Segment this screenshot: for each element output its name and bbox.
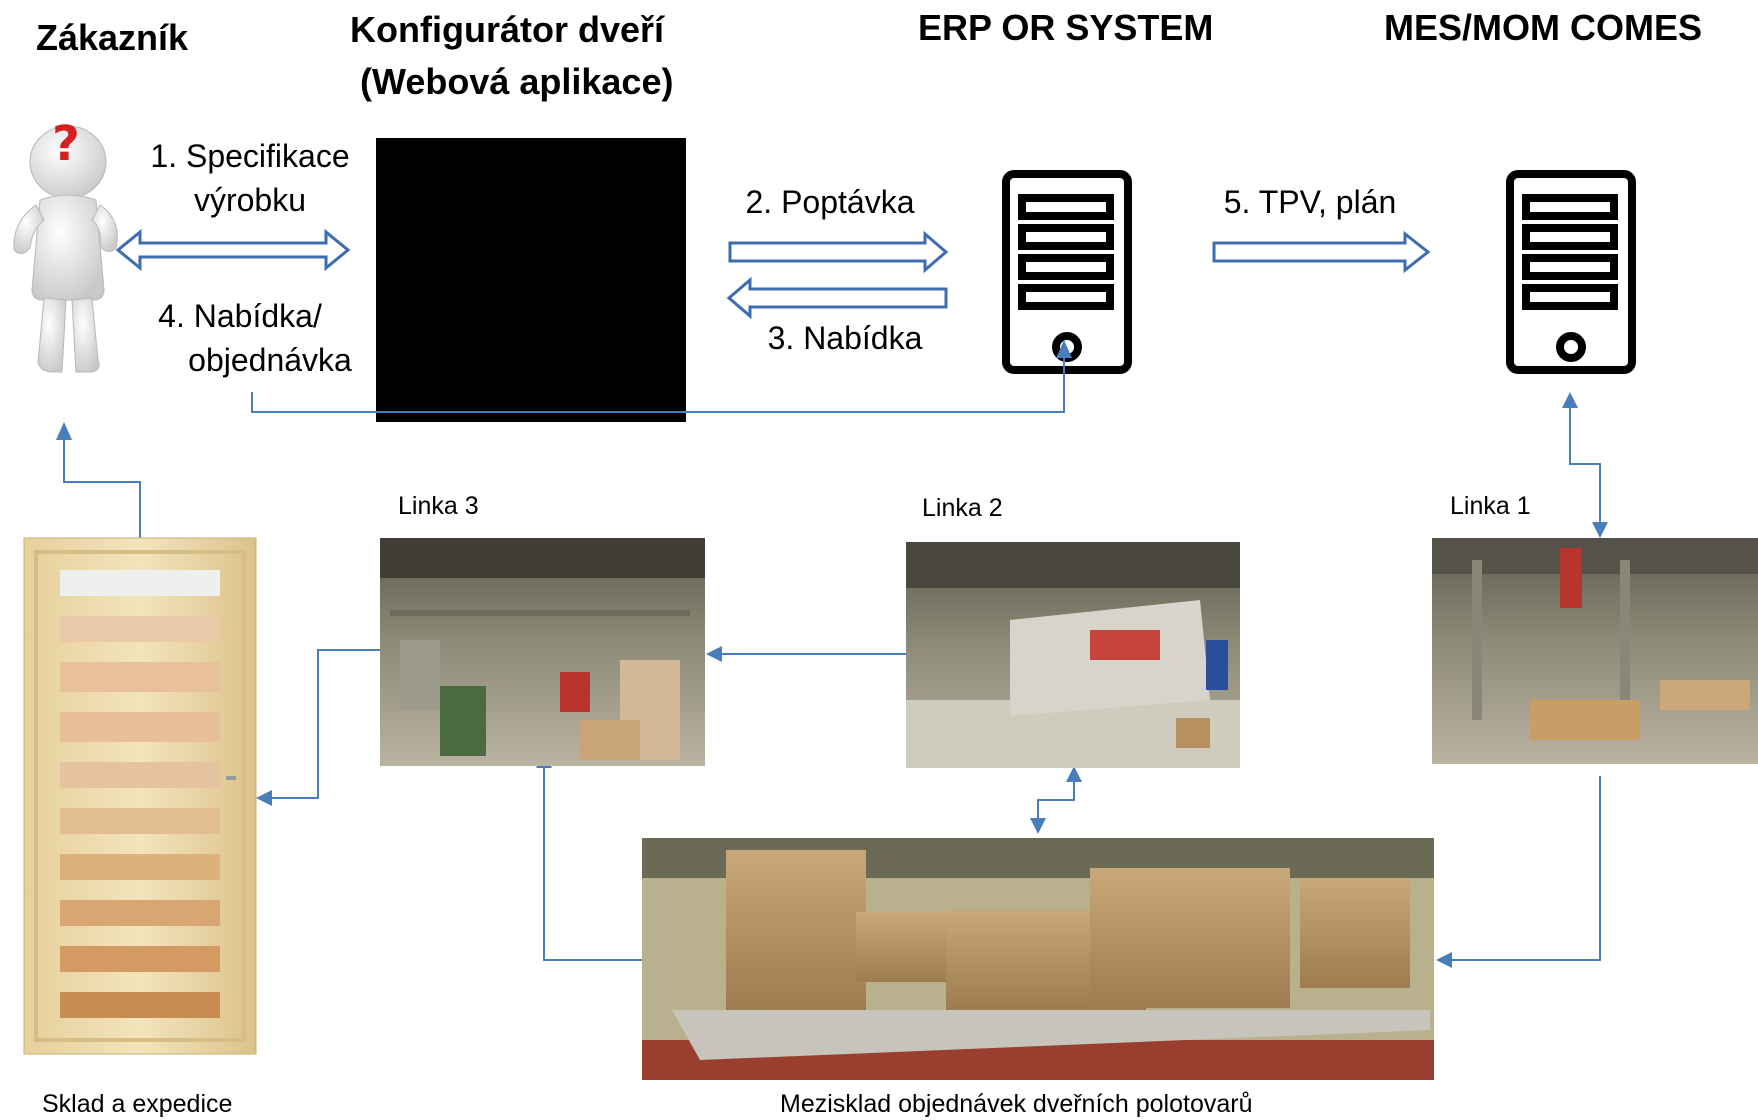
erp-server-icon xyxy=(1002,170,1132,374)
tpv-plan-arrow xyxy=(1212,230,1431,274)
flow-step1-line1: 1. Specifikace xyxy=(150,138,350,174)
customer-figure-icon: ? xyxy=(13,116,118,373)
flow-step2: 2. Poptávka xyxy=(745,184,915,220)
line1-photo xyxy=(1432,538,1758,764)
mes-server-icon xyxy=(1506,170,1636,374)
line1-label: Linka 1 xyxy=(1450,492,1531,520)
offer-arrow xyxy=(726,276,948,320)
mes-heading: MES/MOM COMES xyxy=(1384,7,1703,48)
buffer-to-line3-connector xyxy=(543,764,642,961)
line2-photo xyxy=(906,542,1240,768)
line1-to-buffer-connector xyxy=(1450,776,1601,961)
buffer-caption: Mezisklad objednávek dveřních polotovarů xyxy=(780,1090,1253,1118)
erp-heading: ERP OR SYSTEM xyxy=(918,7,1214,48)
line3-photo xyxy=(380,538,705,766)
configurator-heading-line2: (Webová aplikace) xyxy=(360,61,674,102)
flow-step4-line1: 4. Nabídka/ xyxy=(158,298,322,334)
line3-label: Linka 3 xyxy=(398,492,479,520)
line2-buffer-connector xyxy=(1037,776,1075,824)
order-connector xyxy=(251,358,1065,413)
buffer-photo xyxy=(642,838,1434,1080)
spec-double-arrow xyxy=(115,228,351,272)
flow-step1-line2: výrobku xyxy=(193,182,307,218)
line2-label: Linka 2 xyxy=(922,494,1003,522)
warehouse-caption: Sklad a expedice xyxy=(42,1090,233,1118)
flow-step3: 3. Nabídka xyxy=(767,320,923,356)
inquiry-arrow xyxy=(728,230,949,274)
flow-step5: 5. TPV, plán xyxy=(1223,184,1397,220)
configurator-heading-line1: Konfigurátor dveří xyxy=(350,9,665,50)
configurator-app-box xyxy=(376,138,686,422)
door-photo xyxy=(23,537,257,1055)
warehouse-to-customer-connector xyxy=(63,432,141,538)
flow-step4-line2: objednávka xyxy=(188,342,352,378)
mes-line1-connector xyxy=(1569,402,1601,528)
line3-to-warehouse-connector xyxy=(268,649,380,799)
svg-text:?: ? xyxy=(52,116,80,172)
customer-heading: Zákazník xyxy=(36,17,189,58)
